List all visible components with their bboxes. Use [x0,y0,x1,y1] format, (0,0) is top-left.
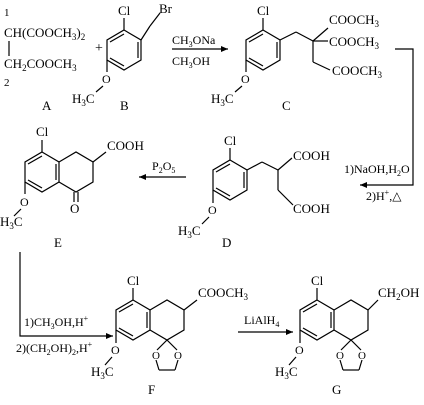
hydroxymethyl-g: CH2OH [378,285,419,302]
cyclohexanone-ring-e [58,151,94,193]
carboxyl-d-2: COOH [293,201,330,216]
compound-a: 1 CH(COOCH3)2 CH2COOCH3 2 A [4,7,85,113]
compound-a-line2: CH2COOCH3 [4,56,77,73]
chlorine-d: Cl [224,133,237,148]
chlorine-f: Cl [127,273,140,288]
compound-e: Cl COOH O O H3C E [0,124,144,250]
reagent-ethylene-glycol: 2)(CH2OH)2,H+ [16,340,93,357]
compound-a-line1: CH(COOCH3)2 [4,25,85,42]
reagent-naome: CH3ONa [172,33,216,49]
cyclohexane-ring-f [149,299,185,341]
carboxyl-d-1: COOH [293,148,330,163]
benzene-ring-b [106,29,142,71]
oxygen-e: O [20,195,29,209]
compound-c: Cl COOCH3 COOCH3 COOCH3 O H3C C [211,3,383,113]
cyclohexane-ring-g [333,299,369,341]
benzene-ring-f [115,299,151,341]
oxygen-d: O [208,203,217,217]
chlorine-c: Cl [257,3,270,18]
chlorine-b: Cl [118,3,131,18]
benzene-ring-g [299,299,335,341]
compound-f: Cl COOCH3 O O O H3C F [91,273,249,397]
arrow-e-to-f [19,252,113,339]
plus-sign: + [95,41,103,56]
oxygen-b: O [102,72,111,86]
ketone-oxygen-e: O [70,201,79,216]
reagent-lialh4: LiAlH4 [244,313,279,329]
chlorine-g: Cl [311,273,324,288]
reagent-naoh: 1)NaOH,H2O [344,162,410,178]
methoxy-c: H3C [211,91,234,108]
methoxy-d: H3C [178,223,201,240]
reagent-p2o5: P2O5 [152,159,175,175]
ester-c-3: COOCH3 [332,63,383,80]
carboxyl-e: COOH [107,138,144,153]
dioxolane-oxygen-f-1: O [152,350,160,362]
reagent-meoh: CH3OH [172,54,210,70]
label-g: G [332,382,341,397]
benzene-ring-e [24,151,60,193]
locant-1: 1 [4,7,10,19]
compound-d: Cl COOH COOH O H3C D [178,133,330,250]
label-a: A [42,98,52,113]
ester-c-1: COOCH3 [329,12,380,29]
label-e: E [54,235,62,250]
dioxolane-oxygen-f-2: O [174,350,182,362]
ester-c-2: COOCH3 [329,34,380,51]
label-f: F [148,382,155,397]
compound-b: Cl Br O H3C B [72,1,173,113]
oxygen-c: O [241,72,250,86]
ester-f: COOCH3 [198,285,249,302]
reagent-methanol: 1)CH3OH,H+ [24,314,89,331]
benzene-ring-c [245,29,281,71]
methoxy-b: H3C [72,91,95,108]
oxygen-f: O [111,343,120,357]
methoxy-e: H3C [0,214,23,231]
dioxolane-oxygen-g-2: O [358,350,366,362]
oxygen-g: O [295,343,304,357]
locant-2: 2 [4,77,10,89]
bromine-b: Br [159,1,173,16]
dioxolane-oxygen-g-1: O [336,350,344,362]
benzene-ring-d [212,159,248,201]
reagent-acid-heat: 2)H+,△ [366,188,402,203]
methoxy-g: H3C [275,364,298,381]
compound-g: Cl CH2OH O O O H3C G [275,273,419,397]
chlorine-e: Cl [36,124,49,139]
label-c: C [282,98,291,113]
label-d: D [222,235,231,250]
methoxy-f: H3C [91,364,114,381]
label-b: B [120,98,129,113]
arrow-c-to-d [360,48,414,188]
